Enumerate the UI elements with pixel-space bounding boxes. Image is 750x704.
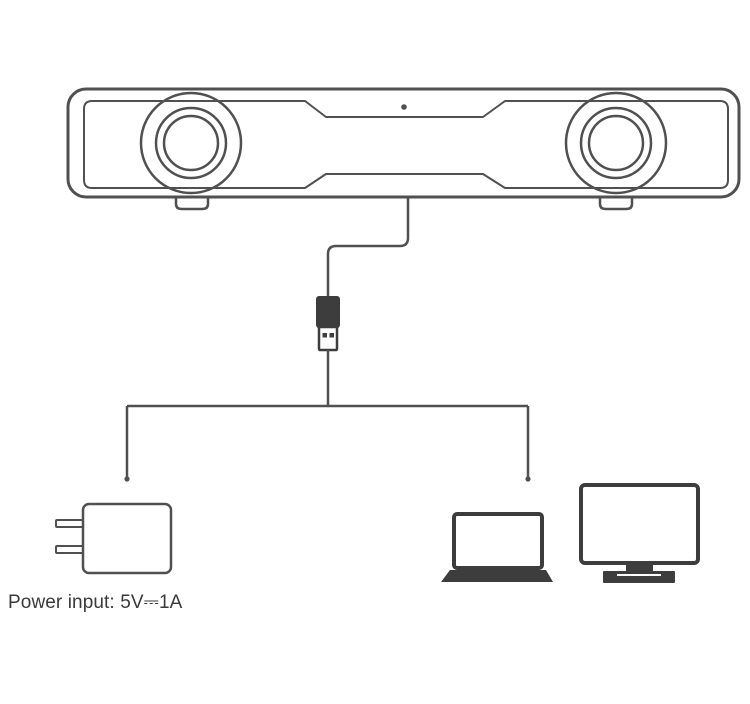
monitor-stand-base [603,571,675,583]
soundbar-inner-front-panel [83,100,729,189]
right-speaker-middle-ring [579,106,653,180]
power-input-caption: Power input: 5V⎓1A [8,592,182,614]
dc-symbol: ⎓ [143,592,159,613]
power-input-current: 1A [158,592,183,613]
monitor-screen [579,483,700,565]
left-speaker-middle-ring [154,106,228,180]
monitor-icon [579,483,700,583]
power-adapter-prong-bottom [55,545,84,554]
soundbar-indicator-light [401,104,407,110]
laptop-icon [441,512,553,582]
soundbar-icon [66,87,741,211]
soundbar-outer-body [66,87,741,199]
usb-plug-slot-right [329,333,334,338]
usb-plug-icon [316,296,340,352]
soundbar-foot-left [174,195,210,211]
power-adapter-prong-top [55,519,84,528]
right-speaker-inner-ring [587,114,645,172]
monitor-neck [626,563,653,571]
power-adapter-icon [55,502,173,575]
cable-end-dot-right [525,476,531,482]
usb-plug-slot-left [322,333,327,338]
right-speaker-outer-ring [564,91,668,195]
monitor-stand-slot [617,574,661,576]
laptop-screen [452,512,544,570]
soundbar-foot-right [598,195,634,211]
usb-plug-head [317,325,339,352]
laptop-base [441,570,553,582]
power-adapter-body [81,502,173,575]
usb-cable [326,197,410,296]
power-input-label: Power input: [8,592,115,613]
left-speaker-inner-ring [162,114,220,172]
usb-plug-body [316,296,340,328]
left-speaker-outer-ring [139,91,243,195]
cable-end-dot-left [124,476,130,482]
connection-lines [125,350,530,478]
power-input-voltage: 5V [120,592,144,613]
